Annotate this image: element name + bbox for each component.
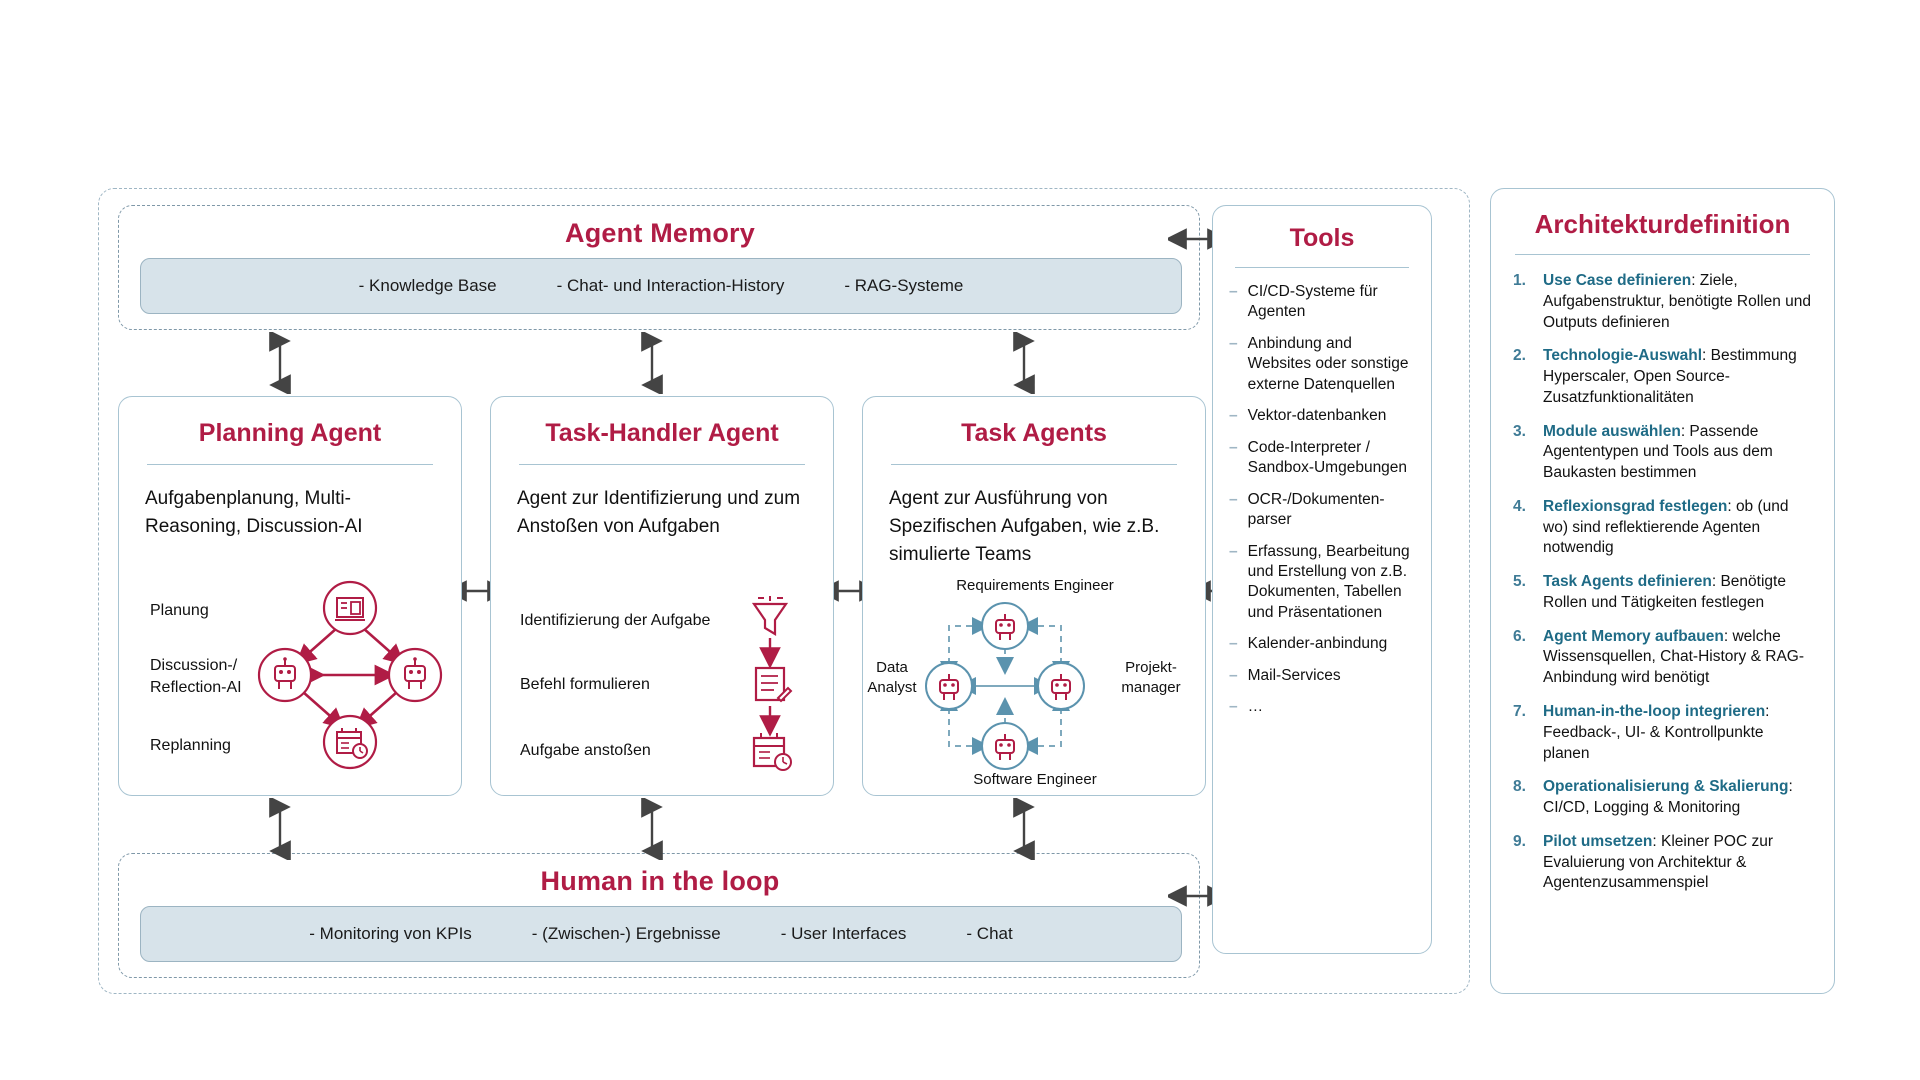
dash-bullet-icon: –: [1229, 490, 1238, 508]
tools-list-item[interactable]: –…: [1229, 697, 1417, 717]
robot-icon-data-analyst: [925, 662, 973, 710]
divider: [147, 464, 433, 465]
human-loop-item: - User Interfaces: [780, 924, 907, 943]
calendar-clock-icon: [752, 733, 792, 771]
task-agents-card[interactable]: Task Agents Agent zur Ausführung von Spe…: [862, 396, 1206, 796]
task-handler-step-1: Identifizierung der Aufgabe: [520, 612, 711, 629]
agent-memory-item: - Chat- und Interaction-History: [556, 276, 785, 295]
planning-agent-title: Planning Agent: [198, 419, 382, 447]
task-handler-flow-icons: [751, 596, 793, 771]
tools-list-item[interactable]: –Code-Interpreter / Sandbox-Umgebungen: [1229, 438, 1417, 479]
task-handler-step-2: Befehl formulieren: [520, 676, 650, 693]
planning-label-discussion-reflection: Discussion-/ Reflection-AI: [150, 657, 242, 696]
tools-list: –CI/CD-Systeme für Agenten –Anbindung an…: [1213, 282, 1431, 718]
agent-memory-item: - Knowledge Base: [358, 276, 497, 295]
architektur-step[interactable]: 3.Module auswählen: Passende Agententype…: [1513, 422, 1773, 482]
agent-memory-item: - RAG-Systeme: [844, 276, 964, 295]
architekturdefinition-list: 1.Use Case definieren: Ziele, Aufgabenst…: [1491, 271, 1834, 894]
task-handler-agent-description: Agent zur Identifizierung und zum Anstoß…: [517, 488, 801, 538]
calendar-clock-icon: [322, 714, 378, 770]
divider: [519, 464, 805, 465]
tools-list-item[interactable]: –OCR-/Dokumenten-parser: [1229, 490, 1417, 531]
tools-list-item[interactable]: –Anbindung and Websites oder sonstige ex…: [1229, 334, 1417, 395]
agent-memory-items-bar: - Knowledge Base - Chat- und Interaction…: [140, 258, 1182, 314]
human-loop-item: - Chat: [966, 924, 1013, 943]
robot-icon-requirements-engineer: [981, 602, 1029, 650]
planning-agent-description: Aufgabenplanung, Multi-Reasoning, Discus…: [145, 488, 363, 538]
human-loop-item: - Monitoring von KPIs: [309, 924, 472, 943]
robot-icon-right: [387, 647, 443, 703]
human-in-the-loop-items-bar: - Monitoring von KPIs - (Zwischen-) Erge…: [140, 906, 1182, 962]
arrow-memory-task-agents: [1013, 332, 1035, 394]
architektur-step[interactable]: 2.Technologie-Auswahl: Bestimmung Hypers…: [1513, 347, 1797, 406]
architecture-outer-frame: [98, 188, 1470, 994]
arrow-memory-planning: [269, 332, 291, 394]
divider: [891, 464, 1177, 465]
divider: [1235, 267, 1409, 268]
planning-label-planung: Planung: [150, 602, 209, 619]
planning-agent-card[interactable]: Planning Agent Aufgabenplanung, Multi-Re…: [118, 396, 462, 796]
tools-list-item[interactable]: –Vektor-datenbanken: [1229, 406, 1417, 426]
arrow-memory-tools: [1168, 228, 1226, 250]
document-edit-icon: [754, 666, 793, 703]
planning-agent-cycle-graph: [257, 580, 443, 770]
tools-list-item[interactable]: –Mail-Services: [1229, 666, 1417, 686]
task-agent-role-software-engineer: Software Engineer: [973, 771, 1097, 788]
divider: [1515, 254, 1810, 255]
task-agents-description: Agent zur Ausführung von Spezifischen Au…: [889, 488, 1160, 566]
dash-bullet-icon: –: [1229, 542, 1238, 560]
tools-list-item[interactable]: –Erfassung, Bearbeitung und Erstellung v…: [1229, 542, 1417, 624]
tools-list-item[interactable]: –Kalender-anbindung: [1229, 634, 1417, 654]
dash-bullet-icon: –: [1229, 283, 1238, 300]
dash-bullet-icon: –: [1229, 666, 1238, 684]
tools-title: Tools: [1289, 224, 1355, 252]
architektur-step[interactable]: 5.Task Agents definieren: Benötigte Roll…: [1513, 573, 1786, 611]
robot-icon-software-engineer: [981, 722, 1029, 770]
architektur-step[interactable]: 9.Pilot umsetzen: Kleiner POC zur Evalui…: [1513, 832, 1773, 892]
architektur-step[interactable]: 7.Human-in-the-loop integrieren: Feedbac…: [1513, 703, 1770, 762]
human-loop-item: - (Zwischen-) Ergebnisse: [531, 924, 721, 943]
plan-board-icon: [322, 580, 378, 636]
architekturdefinition-card[interactable]: Architekturdefinition 1.Use Case definie…: [1490, 188, 1835, 994]
arrow-task-agents-human-loop: [1013, 798, 1035, 860]
human-in-the-loop-title: Human in the loop: [540, 866, 780, 896]
task-handler-step-3: Aufgabe anstoßen: [520, 742, 651, 759]
task-agents-title: Task Agents: [961, 419, 1107, 447]
architektur-step[interactable]: 1.Use Case definieren: Ziele, Aufgabenst…: [1513, 272, 1811, 331]
task-agent-role-data-analyst: Data Analyst: [867, 659, 917, 696]
dash-bullet-icon: –: [1229, 635, 1238, 653]
arrow-task-handler-human-loop: [641, 798, 663, 860]
dash-bullet-icon: –: [1229, 698, 1238, 716]
dash-bullet-icon: –: [1229, 438, 1238, 456]
task-agent-role-projektmanager: Projekt- manager: [1121, 659, 1181, 696]
robot-icon-projektmanager: [1037, 662, 1085, 710]
architekturdefinition-title: Architekturdefinition: [1534, 209, 1791, 239]
agent-memory-frame: [118, 205, 1200, 330]
arrow-human-loop-tools: [1168, 885, 1226, 907]
task-agents-team-graph: [925, 602, 1085, 770]
arrow-memory-task-handler: [641, 332, 663, 394]
agent-memory-title: Agent Memory: [565, 218, 755, 248]
architektur-step[interactable]: 4.Reflexionsgrad festlegen: ob (und wo) …: [1513, 497, 1789, 557]
architektur-step[interactable]: 6.Agent Memory aufbauen: welche Wissensq…: [1513, 627, 1804, 687]
funnel-icon: [751, 596, 789, 636]
task-agent-role-requirements-engineer: Requirements Engineer: [956, 577, 1114, 594]
dash-bullet-icon: –: [1229, 407, 1238, 425]
tools-list-item[interactable]: –CI/CD-Systeme für Agenten: [1229, 282, 1417, 323]
tools-card[interactable]: Tools –CI/CD-Systeme für Agenten –Anbind…: [1212, 205, 1432, 954]
planning-label-replanning: Replanning: [150, 737, 231, 754]
task-handler-agent-title: Task-Handler Agent: [545, 419, 779, 447]
dash-bullet-icon: –: [1229, 334, 1238, 352]
architektur-step[interactable]: 8.Operationalisierung & Skalierung: CI/C…: [1513, 778, 1793, 817]
arrow-planning-human-loop: [269, 798, 291, 860]
robot-icon-left: [257, 647, 313, 703]
